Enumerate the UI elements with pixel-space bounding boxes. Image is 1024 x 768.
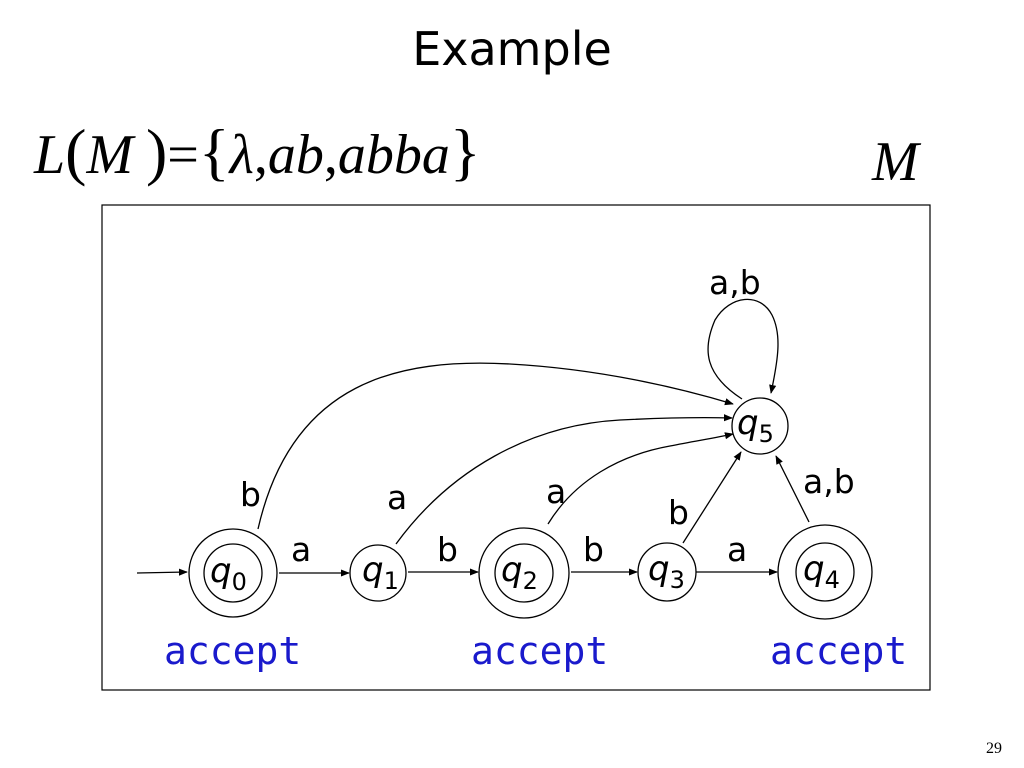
formula-word-abba: abba (337, 124, 450, 186)
edge-q2-q5 (547, 432, 734, 525)
edge-q3-q5 (682, 451, 742, 544)
accept-label-q4: accept (770, 629, 907, 673)
formula-lambda: λ (229, 124, 254, 186)
language-formula: L(M )={λ,ab,abba} (34, 116, 481, 187)
label-q0-q5: b (240, 475, 261, 514)
state-q0-inner (203, 543, 263, 603)
state-q2-label: q2 (501, 550, 538, 595)
machine-name: M (872, 131, 919, 193)
label-q2-q5: a (546, 472, 566, 511)
label-q5-loop: a,b (709, 263, 761, 302)
edge-q5-loop (707, 298, 779, 400)
formula-word-ab: ab (267, 124, 324, 186)
state-q1-label: q1 (362, 550, 399, 595)
state-q3 (637, 542, 697, 602)
state-q2-inner (494, 543, 554, 603)
state-q4-label: q4 (803, 549, 840, 594)
label-q1-q5: a (387, 478, 407, 517)
label-q4-q5: a,b (803, 462, 855, 501)
state-q5-label: q5 (737, 403, 774, 448)
state-q4-inner (795, 542, 855, 602)
edge-q1-q5 (395, 414, 733, 545)
state-q0-label: q0 (210, 551, 247, 596)
label-q1-q2: b (437, 530, 458, 569)
state-q1 (349, 544, 407, 602)
diagram-frame (101, 204, 931, 691)
start-arrow (136, 568, 188, 576)
label-q3-q4: a (727, 530, 747, 569)
formula-M: M (86, 124, 134, 186)
accept-label-q2: accept (471, 629, 608, 673)
label-q2-q3: b (583, 530, 604, 569)
slide-number: 29 (986, 740, 1002, 757)
edge-q0-q5 (257, 362, 734, 530)
state-q5 (731, 397, 789, 455)
label-q0-q1: a (291, 530, 311, 569)
state-q3-label: q3 (648, 549, 685, 594)
slide-title: Example (412, 22, 612, 76)
label-q3-q5: b (668, 493, 689, 532)
edge-q4-q5 (775, 455, 810, 523)
formula-L: L (34, 124, 66, 186)
formula-equals: = (167, 124, 199, 186)
accept-label-q0: accept (164, 629, 301, 673)
